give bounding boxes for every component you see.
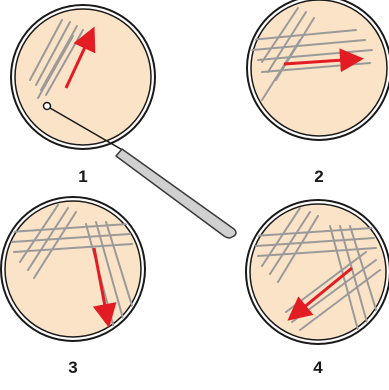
plate-number-2: 2 [314,167,323,186]
plate-number-4: 4 [313,358,323,377]
loop-tip [42,101,52,111]
inoculating-loop [42,101,237,239]
direction-arrow-1 [64,26,96,89]
direction-arrow-4 [287,266,353,321]
direction-arrow-2 [283,48,364,73]
streaks-2 [249,7,373,101]
plate-4: 4 [245,199,389,377]
plate-3: 3 [0,196,146,377]
plate-number-3: 3 [68,358,77,377]
plate-number-1: 1 [78,167,87,186]
plate-1: 1 [10,4,156,186]
plate-2: 2 [246,0,389,186]
direction-arrow-3 [92,247,117,328]
loop-handle [115,148,237,239]
loop-wire [49,107,127,153]
